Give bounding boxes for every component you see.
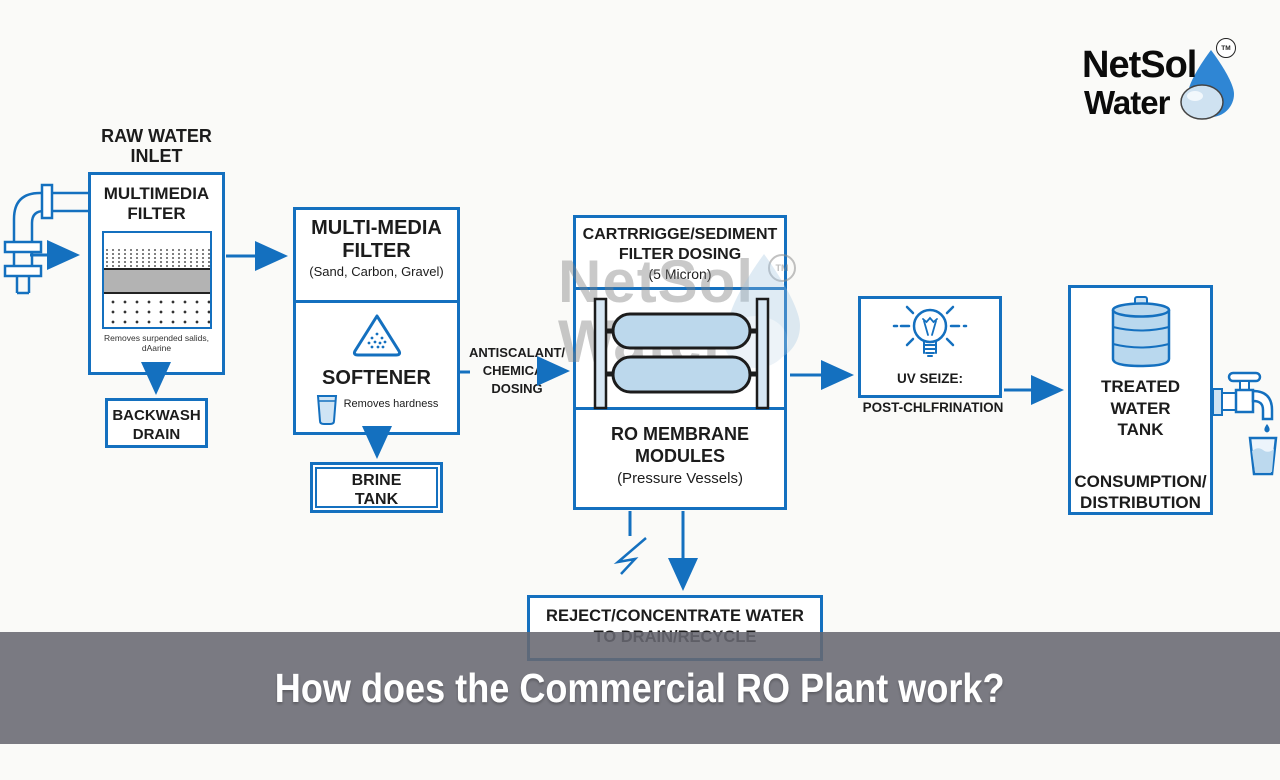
pipe-icon bbox=[3, 183, 88, 295]
uv-sterilizer-box: UV SEIZE: POST-CHLFRINATION bbox=[858, 296, 1003, 415]
tank-icon bbox=[1111, 296, 1170, 368]
treated-line3: TANK bbox=[1117, 420, 1164, 439]
chemical-dosing-label: ANTISCALANT/ CHEMICAL DOSING bbox=[468, 345, 566, 396]
media-filter2-header: MULTI-MEDIA FILTER (Sand, Carbon, Gravel… bbox=[296, 210, 457, 303]
netsol-water-logo: NetSol Water TM bbox=[1082, 38, 1252, 130]
filter-layers-icon bbox=[101, 231, 212, 329]
softener-title: SOFTENER bbox=[322, 367, 431, 389]
lightbulb-icon bbox=[892, 305, 968, 357]
multimedia-filter-box: MULTIMEDIA FILTER Removes surpended sali… bbox=[88, 172, 225, 375]
brine-tank-box: BRINE TANK bbox=[310, 462, 443, 513]
logo-name: NetSol bbox=[1082, 44, 1197, 86]
raw-water-line1: RAW WATER bbox=[101, 126, 212, 146]
title-banner: How does the Commercial RO Plant work? bbox=[0, 632, 1280, 744]
backwash-line2: DRAIN bbox=[132, 426, 181, 443]
brine-line2: TANK bbox=[354, 491, 399, 508]
triangle-dots-icon bbox=[352, 314, 401, 357]
cartridge-header: CARTRRIGGE/SEDIMENT FILTER DOSING (5 Mic… bbox=[576, 218, 784, 290]
brine-line1: BRINE bbox=[351, 472, 402, 489]
backwash-line1: BACKWASH bbox=[112, 407, 201, 424]
multimedia-title-line1: MULTIMEDIA bbox=[103, 184, 210, 203]
treated-line1: TREATED bbox=[1100, 377, 1180, 396]
reject-line1: REJECT/CONCENTRATE WATER bbox=[546, 607, 804, 625]
logo-word: Water bbox=[1084, 84, 1170, 121]
treated-line5: DISTRIBUTION bbox=[1080, 493, 1201, 512]
cup-icon bbox=[316, 395, 337, 425]
backwash-drain-box: BACKWASH DRAIN bbox=[105, 398, 208, 448]
logo-tm-badge: TM bbox=[1216, 38, 1236, 58]
banner-title: How does the Commercial RO Plant work? bbox=[275, 664, 1005, 711]
cartridge-ro-box: CARTRRIGGE/SEDIMENT FILTER DOSING (5 Mic… bbox=[573, 215, 787, 510]
media-filter-softener-box: MULTI-MEDIA FILTER (Sand, Carbon, Gravel… bbox=[293, 207, 460, 435]
membrane-section bbox=[576, 290, 784, 410]
treated-line4: CONSUMPTION/ bbox=[1074, 471, 1207, 491]
faucet-icon bbox=[1212, 371, 1274, 433]
multimedia-title-line2: FILTER bbox=[127, 204, 186, 223]
ro-membrane-label: RO MEMBRANE MODULES (Pressure Vessels) bbox=[611, 424, 749, 487]
multimedia-caption: Removes surpended salids, dAarine bbox=[104, 333, 209, 353]
softener-note: Removes hardness bbox=[343, 398, 439, 410]
raw-water-line2: INLET bbox=[130, 146, 183, 166]
uv-line2: POST-CHLFRINATION bbox=[862, 400, 1004, 415]
treated-water-box: TREATED WATER TANK CONSUMPTION/ DISTRIBU… bbox=[1068, 285, 1213, 515]
water-drop-logo-icon bbox=[1180, 50, 1234, 120]
watermark-tm-badge: TM bbox=[768, 254, 796, 282]
lightning-icon bbox=[613, 537, 647, 575]
raw-water-inlet-label: RAW WATER INLET bbox=[88, 126, 225, 166]
treated-line2: WATER bbox=[1110, 398, 1171, 418]
water-glass-icon bbox=[1248, 436, 1278, 476]
uv-line1: UV SEIZE: bbox=[896, 371, 963, 386]
